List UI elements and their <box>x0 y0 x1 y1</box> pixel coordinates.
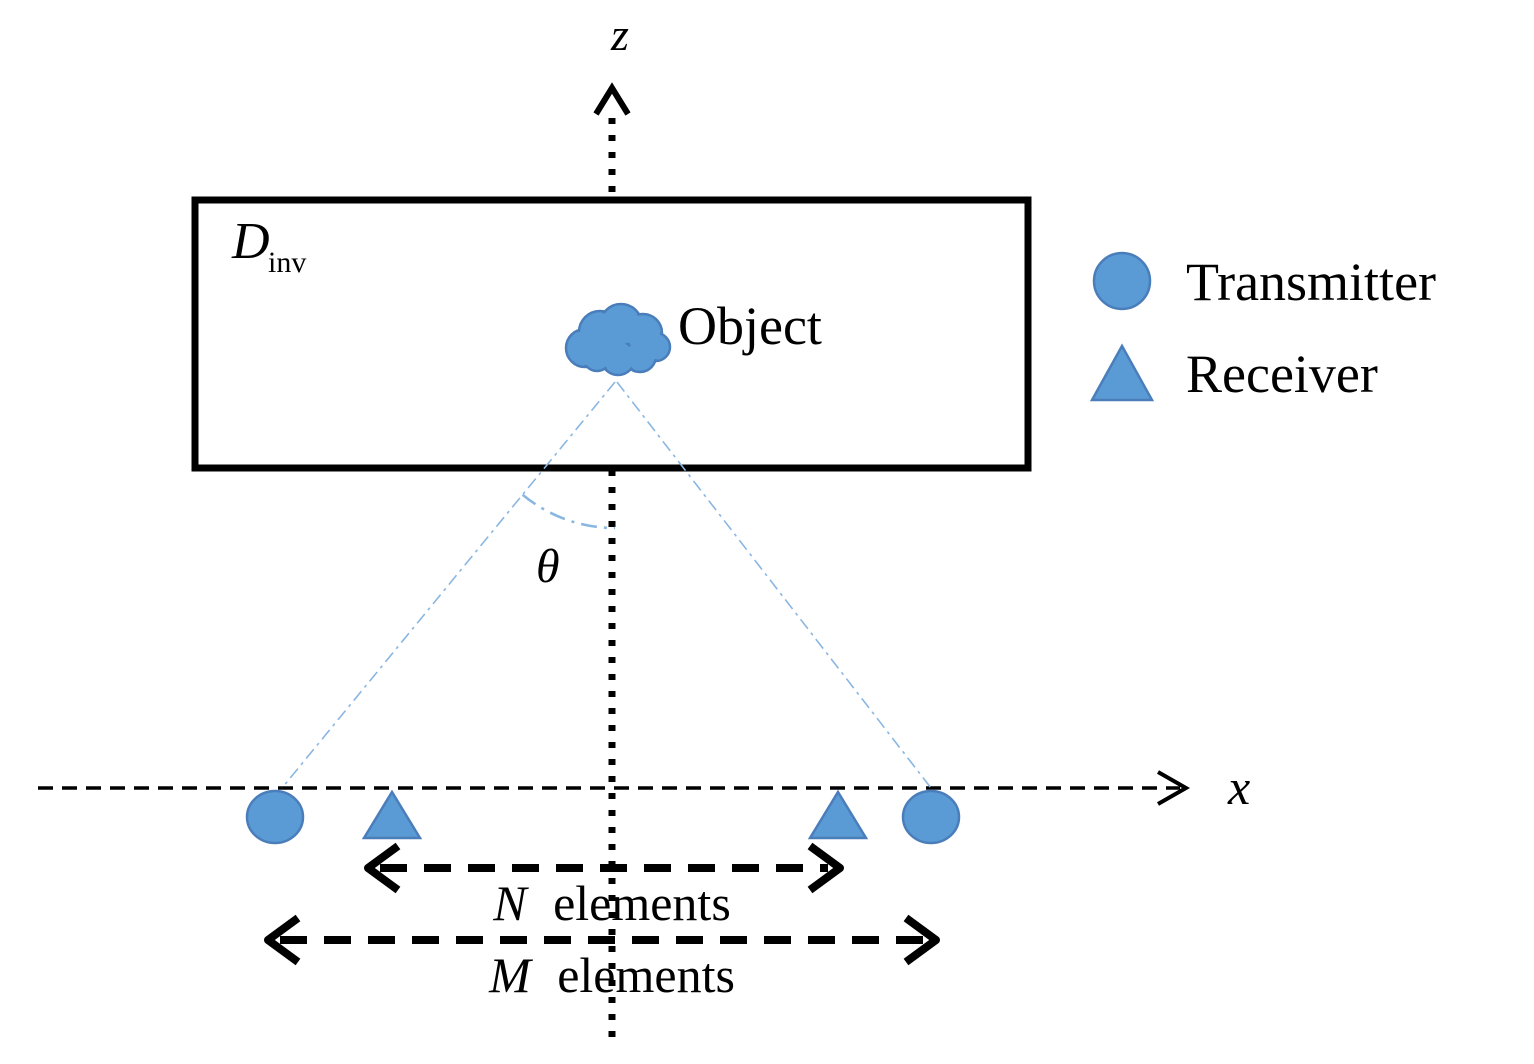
z-axis-arrowhead-icon <box>593 82 631 116</box>
legend-receiver-icon <box>1089 343 1155 402</box>
receiver-marker-right <box>807 789 869 840</box>
x-axis-label: x <box>1227 759 1250 815</box>
m-elements-rest: elements <box>557 947 735 1003</box>
n-elements-label: N elements <box>492 875 731 931</box>
n-arrow-right-head-icon <box>807 842 844 894</box>
n-arrow-left-head-icon <box>364 842 401 894</box>
array-elements <box>245 789 961 845</box>
n-elements-var: N <box>492 875 529 931</box>
m-elements-label: M elements <box>488 947 735 1003</box>
x-axis-arrowhead-icon <box>1157 770 1191 806</box>
receiver-marker-left <box>361 789 423 840</box>
m-elements-var: M <box>488 947 533 1003</box>
m-elements-arrow <box>264 914 940 966</box>
m-arrow-right-head-icon <box>903 914 940 966</box>
n-elements-arrow <box>364 842 844 894</box>
legend-transmitter-label: Transmitter <box>1186 252 1436 312</box>
n-elements-rest: elements <box>553 875 731 931</box>
theta-arc <box>521 493 616 530</box>
transmitter-marker-left <box>245 789 305 845</box>
ray-to-right-element <box>616 381 932 789</box>
legend-transmitter-icon <box>1092 251 1152 311</box>
legend: Transmitter Receiver <box>1089 251 1436 404</box>
object-cloud-icon <box>564 302 672 377</box>
transmitter-marker-right <box>901 789 961 845</box>
domain-label: D <box>231 213 270 270</box>
theta-label: θ <box>536 540 560 593</box>
m-arrow-left-head-icon <box>264 914 301 966</box>
domain-label-subscript: inv <box>268 246 306 279</box>
object-label: Object <box>678 296 822 356</box>
legend-receiver-label: Receiver <box>1186 344 1378 404</box>
z-axis-label: z <box>610 9 629 60</box>
